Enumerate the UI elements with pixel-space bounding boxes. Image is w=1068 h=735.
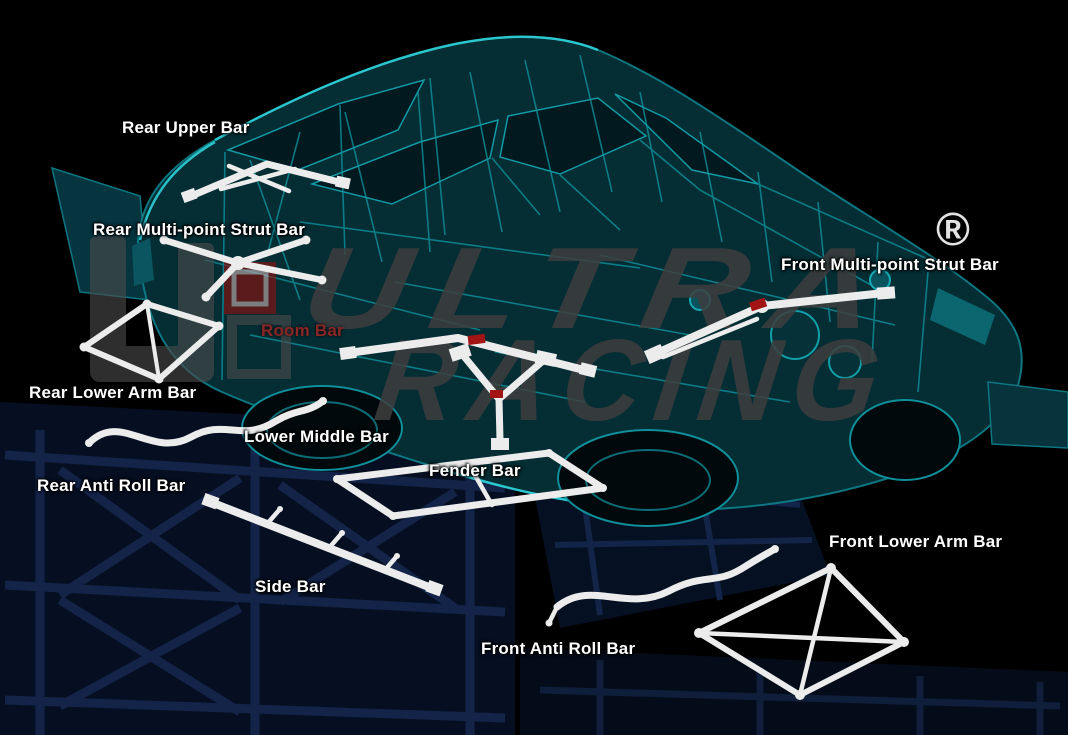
front-lower-arm-bar-part — [694, 563, 909, 700]
label-side-bar: Side Bar — [255, 577, 326, 596]
rear-multi-point-strut-bar-part — [159, 235, 327, 302]
front-multi-point-strut-bar-part — [643, 286, 896, 365]
label-rear-lower-arm-bar: Rear Lower Arm Bar — [29, 383, 197, 402]
strut-bar-parts — [79, 160, 909, 700]
label-room-bar: Room Bar — [261, 321, 344, 340]
chassis-rail-left — [0, 402, 515, 735]
registered-trademark-icon: ® — [936, 203, 970, 255]
lower-middle-bar-part — [333, 449, 607, 520]
front-anti-roll-bar-part — [545, 545, 779, 627]
label-rear-multi-point-strut-bar: Rear Multi-point Strut Bar — [93, 220, 306, 239]
label-front-anti-roll-bar: Front Anti Roll Bar — [481, 639, 636, 658]
label-front-lower-arm-bar: Front Lower Arm Bar — [829, 532, 1003, 551]
rear-upper-bar-part — [180, 160, 351, 204]
side-bar-part — [201, 492, 444, 597]
label-rear-anti-roll-bar: Rear Anti Roll Bar — [37, 476, 186, 495]
label-rear-upper-bar: Rear Upper Bar — [122, 118, 250, 137]
label-front-multi-point-strut-bar: Front Multi-point Strut Bar — [781, 255, 999, 274]
rear-lower-arm-bar-part — [79, 299, 224, 384]
label-lower-middle-bar: Lower Middle Bar — [244, 427, 389, 446]
car-body — [50, 35, 1068, 527]
watermark-line1: ULTRA — [294, 223, 910, 353]
label-fender-bar: Fender Bar — [429, 461, 521, 480]
fender-bar-part — [448, 343, 558, 450]
rear-anti-roll-bar-part — [85, 397, 327, 447]
